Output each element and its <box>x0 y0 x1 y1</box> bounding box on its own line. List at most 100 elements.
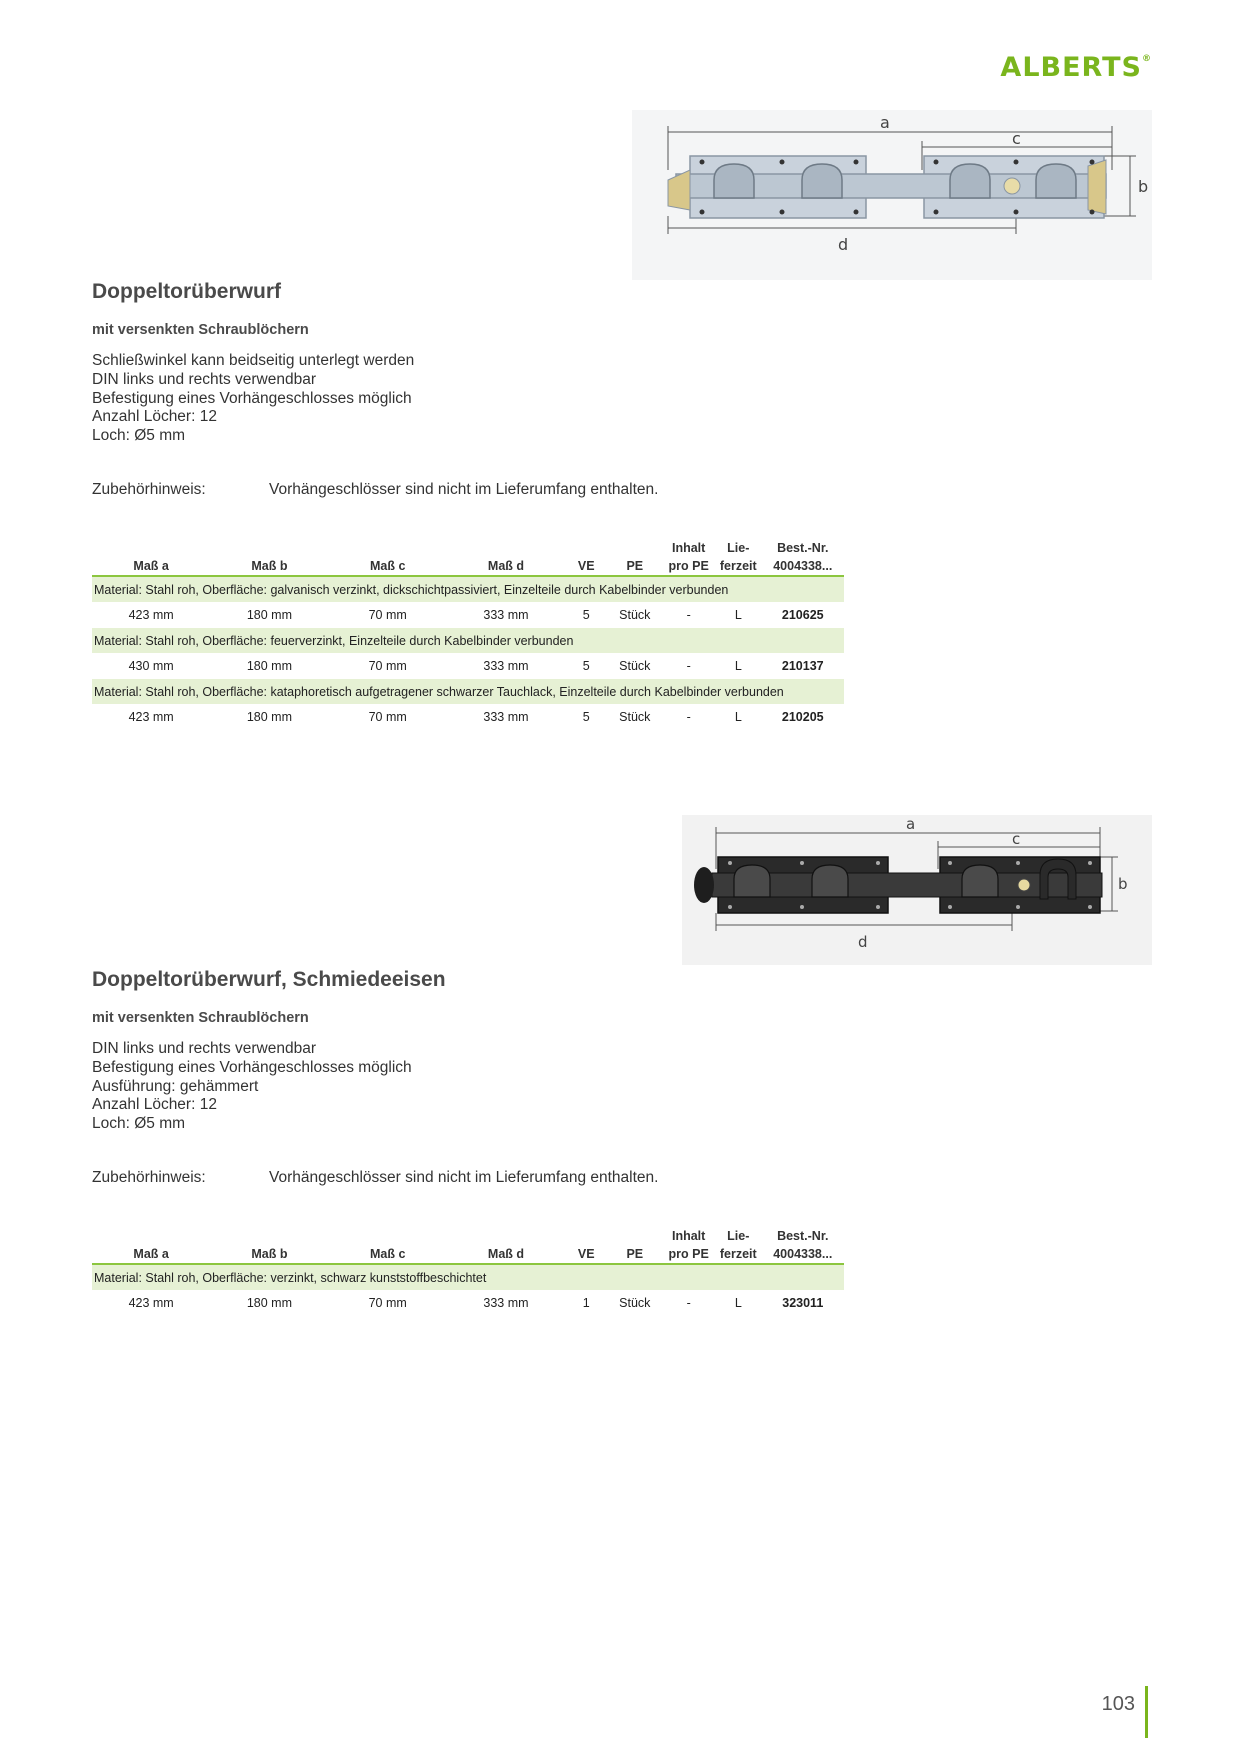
header-lieferzeit: Lie-ferzeit <box>715 1223 762 1265</box>
cell-mass-c: 70 mm <box>368 710 407 724</box>
accessory-note-label: Zubehörhinweis: <box>92 1169 206 1186</box>
registered-mark: ® <box>1142 54 1152 64</box>
header-best-nr: Best.-Nr.4004338... <box>761 535 844 577</box>
material-text: Material: Stahl roh, Oberfläche: katapho… <box>92 679 844 704</box>
dim-label-a: a <box>906 815 915 833</box>
cell-mass-a: 430 mm <box>128 659 174 673</box>
cell-best-nr: 210137 <box>781 659 824 673</box>
feature-item: Schließwinkel kann beidseitig unterlegt … <box>92 352 415 369</box>
brand-logo: ALBERTS® <box>1000 52 1152 83</box>
dim-label-d: d <box>838 235 848 254</box>
cell-pe: Stück <box>619 1296 651 1310</box>
header-lieferzeit: Lie-ferzeit <box>715 535 762 577</box>
cell-mass-a: 423 mm <box>128 710 174 724</box>
dim-label-c: c <box>1012 129 1021 148</box>
header-mass-d: Maß d <box>446 535 566 577</box>
material-row: Material: Stahl roh, Oberfläche: katapho… <box>92 679 844 704</box>
dim-label-a: a <box>880 113 890 132</box>
cell-mass-a: 423 mm <box>128 608 174 622</box>
cell-mass-d: 333 mm <box>483 608 529 622</box>
product-drawing-black: a c b d <box>682 815 1152 965</box>
cell-best-nr: 210625 <box>781 608 824 622</box>
cell-ve: 5 <box>582 608 590 622</box>
table-row: 423 mm 180 mm 70 mm 333 mm 5 Stück - L 2… <box>92 602 844 628</box>
material-row: Material: Stahl roh, Oberfläche: verzink… <box>92 1264 844 1290</box>
feature-list: Schließwinkel kann beidseitig unterlegt … <box>92 352 414 446</box>
cell-mass-b: 180 mm <box>246 1296 292 1310</box>
header-best-nr: Best.-Nr.4004338... <box>761 1223 844 1265</box>
cell-lieferzeit: L <box>734 710 742 724</box>
cell-mass-b: 180 mm <box>246 710 292 724</box>
cell-mass-c: 70 mm <box>368 608 407 622</box>
accessory-note-text: Vorhängeschlösser sind nicht im Lieferum… <box>269 1169 659 1186</box>
cell-mass-c: 70 mm <box>368 1296 407 1310</box>
header-mass-d: Maß d <box>446 1223 566 1265</box>
header-pe: PE <box>607 1223 663 1265</box>
product-title: Doppeltorüberwurf, Schmiedeeisen <box>92 968 446 991</box>
accessory-note: Zubehörhinweis: Vorhängeschlösser sind ni… <box>92 481 658 499</box>
header-ve: VE <box>565 535 608 577</box>
accessory-note-label: Zubehörhinweis: <box>92 481 206 498</box>
material-row: Material: Stahl roh, Oberfläche: feuerve… <box>92 628 844 653</box>
dim-label-b: b <box>1138 177 1148 196</box>
feature-item: Anzahl Löcher: 12 <box>92 408 217 426</box>
cell-mass-d: 333 mm <box>483 710 529 724</box>
cell-mass-d: 333 mm <box>483 659 529 673</box>
product-subtitle: mit versenkten Schraublöchern <box>92 322 309 338</box>
dim-label-d: d <box>858 933 868 951</box>
cell-inhalt: - <box>686 1296 691 1310</box>
header-pe: PE <box>607 535 663 577</box>
header-mass-b: Maß b <box>210 535 329 577</box>
feature-item: Befestigung eines Vorhängeschlosses mögl… <box>92 1058 412 1076</box>
feature-item: Anzahl Löcher: 12 <box>92 1096 217 1114</box>
feature-item: DIN links und rechts verwendbar <box>92 1040 316 1057</box>
dim-label-b: b <box>1118 875 1128 893</box>
cell-best-nr: 323011 <box>782 1296 824 1310</box>
material-text: Material: Stahl roh, Oberfläche: feuerve… <box>92 628 844 653</box>
table-row: 430 mm 180 mm 70 mm 333 mm 5 Stück - L 2… <box>92 653 844 679</box>
cell-pe: Stück <box>619 608 651 622</box>
header-mass-a: Maß a <box>92 1223 211 1265</box>
header-mass-b: Maß b <box>210 1223 329 1265</box>
feature-item: Befestigung eines Vorhängeschlosses mögl… <box>92 389 412 407</box>
cell-ve: 5 <box>582 710 590 724</box>
accessory-note-text: Vorhängeschlösser sind nicht im Lieferum… <box>269 481 659 498</box>
feature-list: DIN links und rechts verwendbar Befestig… <box>92 1040 412 1134</box>
header-ve: VE <box>565 1223 608 1265</box>
product-drawing-galvanized: a c b d <box>632 110 1152 280</box>
accessory-note: Zubehörhinweis: Vorhängeschlösser sind ni… <box>92 1169 658 1187</box>
material-row: Material: Stahl roh, Oberfläche: galvani… <box>92 576 844 602</box>
cell-pe: Stück <box>619 659 651 673</box>
table-row: 423 mm 180 mm 70 mm 333 mm 5 Stück - L 2… <box>92 704 844 730</box>
feature-item: Ausführung: gehämmert <box>92 1077 259 1095</box>
cell-best-nr: 210205 <box>781 710 824 724</box>
cell-mass-d: 333 mm <box>483 1296 529 1310</box>
cell-lieferzeit: L <box>734 1296 742 1310</box>
material-text: Material: Stahl roh, Oberfläche: galvani… <box>92 576 844 602</box>
header-mass-a: Maß a <box>92 535 211 577</box>
product-subtitle: mit versenkten Schraublöchern <box>92 1010 309 1026</box>
header-mass-c: Maß c <box>328 535 447 577</box>
cell-mass-b: 180 mm <box>246 659 292 673</box>
feature-item: Loch: Ø5 mm <box>92 1115 186 1133</box>
dim-label-c: c <box>1012 830 1020 848</box>
page-number: 103 <box>1102 1686 1148 1738</box>
cell-ve: 1 <box>582 1296 590 1310</box>
cell-lieferzeit: L <box>734 659 742 673</box>
cell-mass-b: 180 mm <box>246 608 292 622</box>
header-mass-c: Maß c <box>328 1223 447 1265</box>
feature-item: DIN links und rechts verwendbar <box>92 370 316 388</box>
cell-ve: 5 <box>582 659 590 673</box>
cell-mass-c: 70 mm <box>368 659 407 673</box>
cell-lieferzeit: L <box>734 608 742 622</box>
cell-inhalt: - <box>686 659 691 673</box>
cell-mass-a: 423 mm <box>128 1296 174 1310</box>
cell-pe: Stück <box>619 710 651 724</box>
product-title: Doppeltorüberwurf <box>92 280 281 303</box>
cell-inhalt: - <box>686 608 691 622</box>
